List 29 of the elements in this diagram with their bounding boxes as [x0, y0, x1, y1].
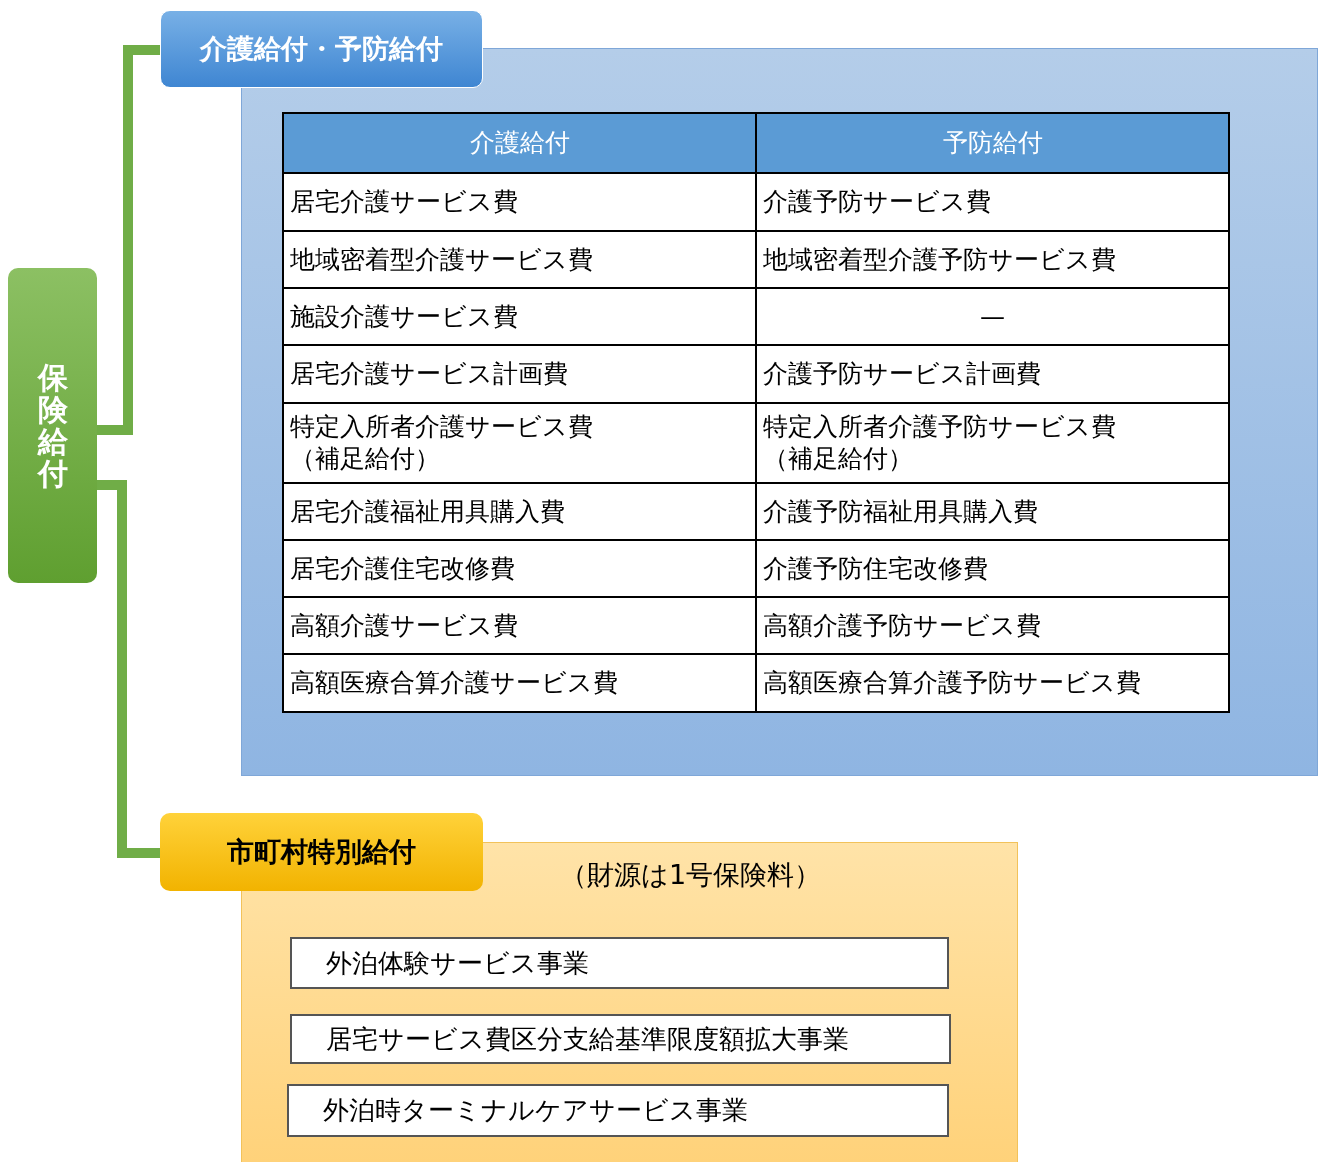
- table-cell: 居宅介護福祉用具購入費: [283, 483, 756, 540]
- item-box: 外泊体験サービス事業: [290, 937, 949, 989]
- connector-line: [97, 480, 160, 858]
- table-cell: 介護予防サービス費: [756, 173, 1229, 231]
- table-cell: —: [756, 288, 1229, 345]
- table-cell: 介護予防福祉用具購入費: [756, 483, 1229, 540]
- panel-tab: 市町村特別給付: [160, 813, 483, 891]
- note-text: （財源は1号保険料）: [560, 858, 822, 892]
- connector-line: [97, 45, 160, 435]
- table-cell: 特定入所者介護予防サービス費（補足給付）: [756, 403, 1229, 483]
- table-cell: 特定入所者介護サービス費（補足給付）: [283, 403, 756, 483]
- table-cell: 介護予防住宅改修費: [756, 540, 1229, 597]
- table-header-cell: 介護給付: [283, 113, 756, 173]
- table-cell: 高額介護予防サービス費: [756, 597, 1229, 654]
- panel-tab: 介護給付・予防給付: [160, 10, 483, 88]
- table-cell: 施設介護サービス費: [283, 288, 756, 345]
- category-box: 保険給付: [8, 268, 97, 583]
- table-cell: 高額医療合算介護予防サービス費: [756, 654, 1229, 712]
- table-cell: 介護予防サービス計画費: [756, 345, 1229, 403]
- table-cell: 居宅介護住宅改修費: [283, 540, 756, 597]
- table-cell: 地域密着型介護サービス費: [283, 231, 756, 288]
- item-box: 外泊時ターミナルケアサービス事業: [287, 1084, 949, 1137]
- table-cell: 居宅介護サービス計画費: [283, 345, 756, 403]
- table-cell: 高額医療合算介護サービス費: [283, 654, 756, 712]
- table-header-cell: 予防給付: [756, 113, 1229, 173]
- table-cell: 居宅介護サービス費: [283, 173, 756, 231]
- table-cell: 地域密着型介護予防サービス費: [756, 231, 1229, 288]
- table-cell: 高額介護サービス費: [283, 597, 756, 654]
- item-box: 居宅サービス費区分支給基準限度額拡大事業: [290, 1014, 951, 1064]
